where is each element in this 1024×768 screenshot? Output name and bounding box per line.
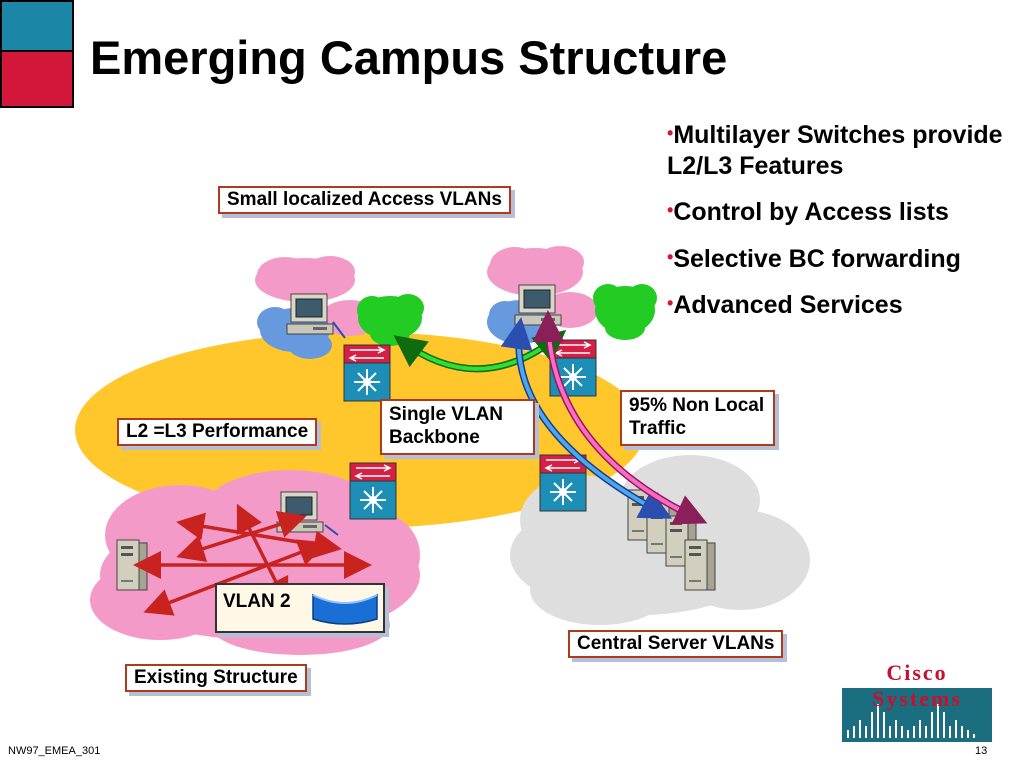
bullet-text: Multilayer Switches provide L2/L3 Featur… xyxy=(667,121,1003,180)
bullet-dot-icon: • xyxy=(667,123,674,143)
bullet-text: Selective BC forwarding xyxy=(673,244,961,273)
server-icon xyxy=(684,539,716,591)
vlan2-box: VLAN 2 xyxy=(215,583,385,633)
bullet-dot-icon: • xyxy=(667,200,674,220)
multilayer-switch-icon xyxy=(343,344,391,402)
label-non-local-traffic: 95% Non Local Traffic xyxy=(620,390,775,446)
multilayer-switch-icon xyxy=(539,454,587,512)
page-number: 13 xyxy=(975,745,988,757)
cisco-wordmark: Cisco Systems xyxy=(872,660,962,711)
label-central-server-vlans: Central Server VLANs xyxy=(568,630,784,658)
label-existing-structure: Existing Structure xyxy=(125,664,307,692)
workstation-icon xyxy=(276,491,324,533)
corner-block-blue xyxy=(0,0,74,52)
bullet-item: •Control by Access lists xyxy=(667,197,1012,228)
bullet-item: •Multilayer Switches provide L2/L3 Featu… xyxy=(667,120,1012,181)
access-cloud-left xyxy=(255,256,424,359)
bullet-item: •Advanced Services xyxy=(667,290,1012,321)
bullet-item: •Selective BC forwarding xyxy=(667,244,1012,275)
access-cloud-right xyxy=(487,246,657,344)
cisco-logo-graphic xyxy=(842,688,992,742)
workstation-icon xyxy=(514,284,562,326)
label-backbone: Single VLAN Backbone xyxy=(380,399,535,455)
slide-title: Emerging Campus Structure xyxy=(90,31,728,84)
multilayer-switch-icon xyxy=(349,462,397,520)
bullet-list: •Multilayer Switches provide L2/L3 Featu… xyxy=(667,120,1012,337)
footer-code: NW97_EMEA_301 xyxy=(8,745,101,757)
label-access-vlans: Small localized Access VLANs xyxy=(218,186,511,214)
server-traffic-link xyxy=(532,310,708,525)
vlan2-label: VLAN 2 xyxy=(223,591,291,612)
bullet-text: Advanced Services xyxy=(673,291,903,319)
label-performance: L2 =L3 Performance xyxy=(117,418,318,446)
vlan-segment-icon xyxy=(312,593,378,625)
bullet-text: Control by Access lists xyxy=(673,198,949,226)
bullet-dot-icon: • xyxy=(667,293,674,313)
bullet-dot-icon: • xyxy=(667,246,674,267)
corner-block-red xyxy=(0,52,74,108)
workstation-icon xyxy=(286,293,334,335)
